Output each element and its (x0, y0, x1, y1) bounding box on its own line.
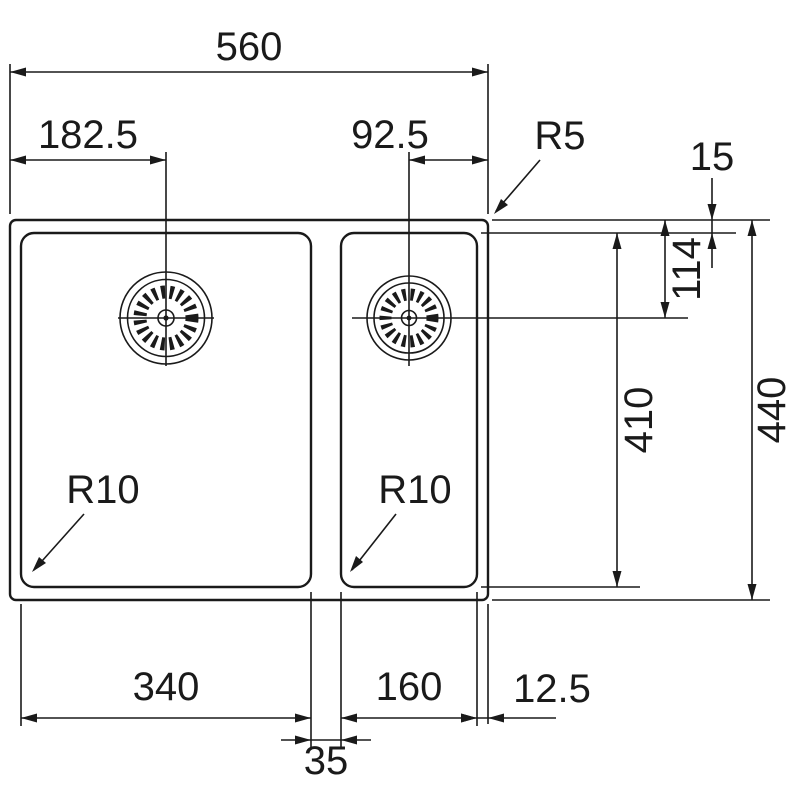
dim-left-bowl-width: 340 (21, 665, 311, 723)
dim-label-rim-corner-radius: R5 (534, 114, 585, 158)
leader-arrowhead (350, 556, 363, 572)
arrowheads (707, 204, 717, 249)
dim-label-left-drain-offset: 182.5 (38, 113, 138, 157)
bottom-extension-lines (20, 592, 489, 748)
dim-label-right-margin: 12.5 (513, 667, 591, 711)
dim-label-left-bowl-radius: R10 (66, 468, 139, 512)
top-extension-lines (9, 64, 489, 366)
dim-bowl-length: 410 (612, 233, 661, 587)
right-extension-lines (352, 219, 770, 601)
dim-label-right-bowl-width: 160 (376, 665, 443, 709)
arrowheads (295, 735, 357, 745)
leader-arrowhead (32, 557, 46, 572)
dim-label-right-bowl-radius: R10 (378, 468, 451, 512)
dim-right-bowl-radius: R10 (350, 468, 452, 572)
dim-overall-width: 560 (10, 25, 488, 77)
dim-left-bowl-radius: R10 (32, 468, 140, 572)
dim-divider-width: 35 (281, 735, 371, 783)
leader-arrowhead (494, 199, 508, 214)
dim-top-margin: 15 (690, 135, 735, 268)
dim-label-overall-depth: 440 (750, 377, 794, 444)
dim-label-top-margin: 15 (690, 135, 735, 179)
dim-drain-depth: 114 (660, 220, 709, 318)
arrowheads (409, 155, 488, 165)
arrowheads (10, 155, 166, 165)
dim-overall-depth: 440 (747, 220, 794, 600)
arrowheads (461, 713, 504, 723)
dim-label-drain-depth: 114 (665, 237, 709, 301)
dim-label-left-bowl-width: 340 (133, 665, 200, 709)
sink-rim-outline (8, 218, 490, 602)
dim-left-drain-offset: 182.5 (10, 113, 166, 165)
dim-label-overall-width: 560 (216, 25, 283, 69)
dim-right-bowl-width: 160 (341, 665, 477, 723)
dim-label-right-drain-offset: 92.5 (351, 113, 429, 157)
dim-label-bowl-length: 410 (617, 387, 661, 454)
dim-right-drain-offset: 92.5 (351, 113, 488, 165)
dim-label-divider-width: 35 (304, 739, 349, 783)
dim-right-margin: 12.5 (461, 667, 591, 723)
dim-rim-corner-radius: R5 (494, 114, 586, 214)
